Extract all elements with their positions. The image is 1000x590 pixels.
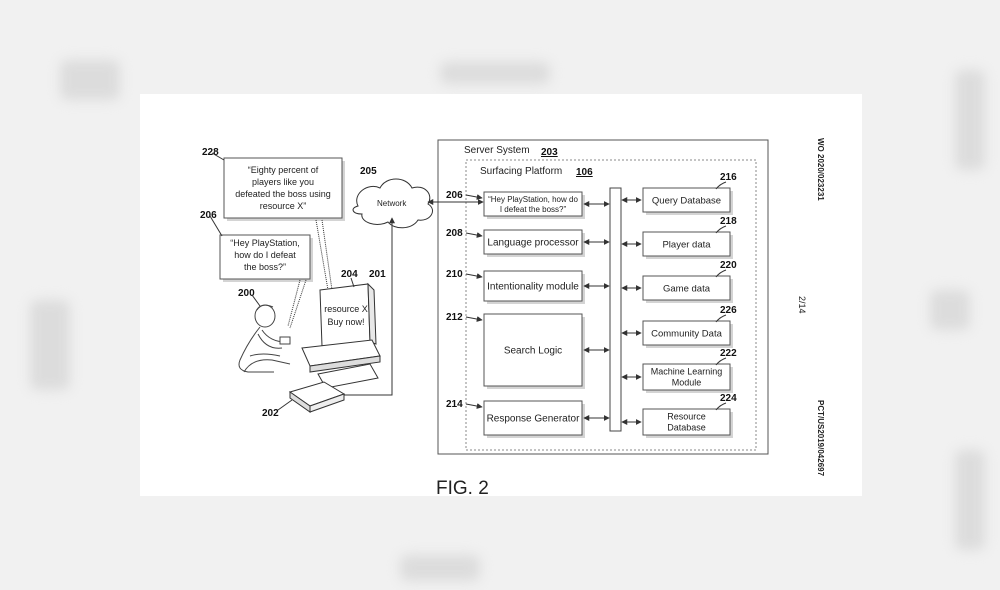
leader-line (715, 314, 727, 323)
database-ref: 216 (720, 172, 737, 183)
background-blur (440, 62, 550, 84)
side-text-middle: 2/14 (797, 296, 807, 314)
background-blur (30, 300, 70, 390)
surfacing-platform-box (465, 159, 757, 451)
leader-line (715, 181, 727, 190)
module-label: “Hey PlayStation, how do (488, 195, 578, 204)
ref-arrow (465, 232, 483, 238)
display-line: resource X (324, 304, 368, 314)
leader-line (715, 225, 727, 234)
ref-arrow (465, 273, 483, 279)
database-label: Machine Learning (651, 367, 723, 377)
side-text-bottom: PCT/US2019/042697 (816, 400, 825, 477)
figure-label: FIG. 2 (436, 478, 489, 496)
module-label: I defeat the boss?” (500, 205, 567, 214)
surfacing-platform-ref: 106 (576, 167, 593, 178)
background-blur (955, 70, 985, 170)
display-ref-201: 201 (369, 269, 386, 280)
speech-response-line: resource X” (260, 201, 307, 211)
module-ref: 206 (446, 190, 463, 201)
database-box (642, 363, 731, 391)
console-network-link (344, 217, 395, 396)
module-label: Response Generator (487, 414, 581, 425)
module-label: Search Logic (504, 346, 562, 357)
leader-line (715, 269, 727, 278)
leader-line (251, 294, 261, 307)
network-ref: 205 (360, 166, 377, 177)
database-box (642, 408, 731, 436)
leader-line (209, 215, 223, 237)
user-ref: 200 (238, 288, 255, 299)
database-box (642, 187, 731, 213)
database-ref: 222 (720, 348, 737, 359)
server-system-ref: 203 (541, 147, 558, 158)
module-ref: 212 (446, 312, 463, 323)
user-figure (238, 304, 291, 373)
surfacing-platform-title: Surfacing Platform (480, 166, 562, 177)
patent-sheet: Server System 203 Surfacing Platform 106… (140, 94, 862, 496)
display-device (301, 282, 381, 389)
database-label: Game data (663, 283, 711, 294)
database-box (642, 231, 731, 257)
speech-response-ref: 228 (202, 147, 219, 158)
database-label: Resource (667, 412, 706, 422)
ref-arrow (465, 403, 483, 409)
bubble-pointer (321, 219, 333, 291)
speech-query-ref: 206 (200, 210, 217, 221)
database-label: Module (672, 378, 702, 388)
database-ref: 224 (720, 393, 737, 404)
leader-line (715, 357, 727, 366)
network-cloud (352, 178, 433, 229)
bubble-pointer (315, 219, 329, 291)
speech-query-line: how do I defeat (234, 250, 296, 260)
background-blur (60, 60, 120, 100)
leader-line (715, 402, 727, 411)
bubble-pointer (289, 279, 307, 329)
module-ref: 214 (446, 399, 463, 410)
leader-line (211, 152, 225, 161)
speech-response-line: “Eighty percent of (248, 165, 319, 175)
background-blur (955, 450, 985, 550)
server-system-title: Server System (464, 145, 530, 156)
database-label: Query Database (652, 195, 721, 206)
database-label: Database (667, 423, 706, 433)
fig2-diagram: Server System 203 Surfacing Platform 106… (200, 138, 825, 496)
database-ref: 218 (720, 216, 737, 227)
database-box (642, 275, 731, 301)
ref-arrow (465, 194, 483, 200)
module-label: Intentionality module (487, 282, 579, 293)
module-box (483, 191, 583, 217)
database-ref: 226 (720, 305, 737, 316)
ref-arrow (465, 316, 483, 322)
speech-response-line: players like you (252, 177, 314, 187)
speech-bubble-response (223, 157, 343, 219)
module-box (483, 400, 583, 436)
database-box (642, 320, 731, 346)
background-blur (930, 290, 970, 330)
network-label: Network (377, 199, 407, 208)
module-label: Language processor (487, 238, 579, 249)
display-line: Buy now! (327, 317, 364, 327)
background-blur (400, 555, 480, 581)
module-box (483, 313, 583, 387)
data-bus (609, 187, 622, 432)
speech-query-line: the boss?” (244, 262, 286, 272)
leader-line (350, 277, 355, 288)
database-label: Player data (662, 239, 711, 250)
game-console (288, 381, 346, 413)
speech-bubble-query (219, 234, 311, 280)
console-ref: 202 (262, 408, 279, 419)
module-box (483, 229, 583, 255)
database-label: Community Data (651, 328, 722, 339)
database-ref: 220 (720, 260, 737, 271)
module-ref: 208 (446, 228, 463, 239)
speech-query-line: “Hey PlayStation, (230, 238, 300, 248)
module-ref: 210 (446, 269, 463, 280)
display-ref: 204 (341, 269, 358, 280)
speech-response-line: defeated the boss using (235, 189, 331, 199)
module-box (483, 270, 583, 302)
leader-line (277, 399, 293, 411)
side-text-top: WO 2020/023231 (816, 138, 825, 201)
